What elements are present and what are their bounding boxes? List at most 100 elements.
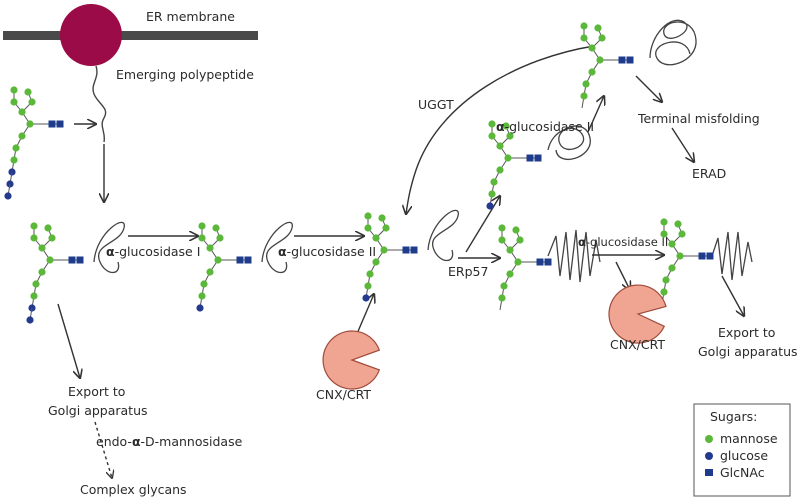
mannose-dot [32, 280, 40, 288]
cnx-crt-label-1: CNX/CRT [316, 387, 371, 402]
glycan-tree-1 [4, 86, 64, 200]
mannose-dot [372, 234, 380, 242]
mannose-dot [598, 34, 606, 42]
cnx-crt-label-2: CNX/CRT [610, 337, 665, 352]
mannose-dot [200, 280, 208, 288]
glucose-dot [196, 304, 204, 312]
mannose-dot [44, 224, 52, 232]
glcnac-square [76, 256, 84, 264]
emerging-polypeptide-chain [92, 65, 107, 143]
mannose-dot [588, 68, 596, 76]
glcnac-square [706, 252, 714, 260]
glcnac-square [68, 256, 76, 264]
glycan-tree-5 [486, 120, 542, 210]
legend-title: Sugars: [710, 409, 757, 424]
mannose-dot [216, 234, 224, 242]
misfolded-protein-1 [547, 125, 591, 160]
mannose-dot [660, 218, 668, 226]
mannose-dot [378, 214, 386, 222]
mannose-dot [580, 34, 588, 42]
mannose-dot [580, 22, 588, 30]
glucosidase-1-label: α-glucosidase I [106, 244, 200, 259]
mannose-dot [488, 120, 496, 128]
arrow-glucosidase-2b [587, 96, 604, 133]
mannose-dot [498, 294, 506, 302]
mannose-dot [498, 224, 506, 232]
emerging-polypeptide-label: Emerging polypeptide [116, 67, 254, 82]
glcnac-square [244, 256, 252, 264]
arrow-erad [671, 127, 694, 162]
ribosome [60, 4, 122, 66]
terminal-misfolding-label: Terminal misfolding [637, 111, 760, 126]
mannose-dot [382, 224, 390, 232]
mannose-dot [594, 24, 602, 32]
mannose-dot [668, 240, 676, 248]
legend-glucose-icon [705, 452, 713, 460]
mannose-dot [498, 236, 506, 244]
glucosidase-2b-label: α-glucosidase II [496, 119, 594, 134]
glucose-dot [362, 294, 370, 302]
mannose-dot [38, 244, 46, 252]
mannose-dot [30, 222, 38, 230]
glcnac-square [48, 120, 56, 128]
legend-mannose-label: mannose [720, 431, 778, 446]
legend-glcnac-label: GlcNAc [720, 465, 765, 480]
mannose-dot [660, 288, 668, 296]
mannose-dot [10, 86, 18, 94]
mannose-dot [198, 292, 206, 300]
mannose-dot [674, 220, 682, 228]
mannose-dot [506, 246, 514, 254]
er-membrane [3, 31, 258, 40]
glcnac-square [618, 56, 626, 64]
mannose-dot [28, 98, 36, 106]
mannose-dot [24, 88, 32, 96]
glcnac-square [56, 120, 64, 128]
endo-mannosidase-label: endo-α-D-mannosidase [96, 434, 243, 449]
er-membrane-label: ER membrane [146, 9, 235, 24]
mannose-dot [48, 234, 56, 242]
glcnac-square [402, 246, 410, 254]
glcnac-square [410, 246, 418, 254]
mannose-dot [10, 156, 18, 164]
mannose-dot [500, 282, 508, 290]
mannose-dot [18, 108, 26, 116]
mannose-dot [490, 178, 498, 186]
mannose-dot [506, 132, 514, 140]
mannose-dot [198, 222, 206, 230]
folding-protein-3 [427, 209, 459, 262]
mannose-dot [212, 224, 220, 232]
mannose-dot [514, 258, 522, 266]
glycan-tree-6 [580, 22, 634, 109]
mannose-dot [364, 282, 372, 290]
mannose-dot [26, 120, 34, 128]
mannose-dot [46, 256, 54, 264]
legend-glcnac-icon [705, 469, 713, 476]
mannose-dot [596, 56, 604, 64]
legend: Sugars: mannose glucose GlcNAc [693, 403, 791, 497]
export-right-line2: Golgi apparatus [698, 344, 798, 359]
mannose-dot [676, 252, 684, 260]
arrow-to-cnx-2 [615, 261, 630, 290]
glucosidase-2a-label: α-glucosidase II [278, 244, 376, 259]
arrow-uggt [406, 45, 595, 214]
mannose-dot [496, 142, 504, 150]
glcnac-square [544, 258, 552, 266]
glcnac-square [534, 154, 542, 162]
mannose-dot [580, 92, 588, 100]
glycan-tree-7 [498, 224, 552, 311]
coiled-protein-2 [711, 231, 753, 281]
mannose-dot [496, 166, 504, 174]
mannose-dot [12, 144, 20, 152]
mannose-dot [380, 246, 388, 254]
mannose-dot [214, 256, 222, 264]
mannose-dot [366, 270, 374, 278]
complex-glycans-label: Complex glycans [80, 482, 187, 497]
misfolded-protein-2 [649, 19, 697, 66]
mannose-dot [364, 224, 372, 232]
mannose-dot [512, 226, 520, 234]
uggt-label: UGGT [418, 97, 454, 112]
glucose-dot [4, 192, 12, 200]
folding-protein-2 [261, 221, 293, 274]
